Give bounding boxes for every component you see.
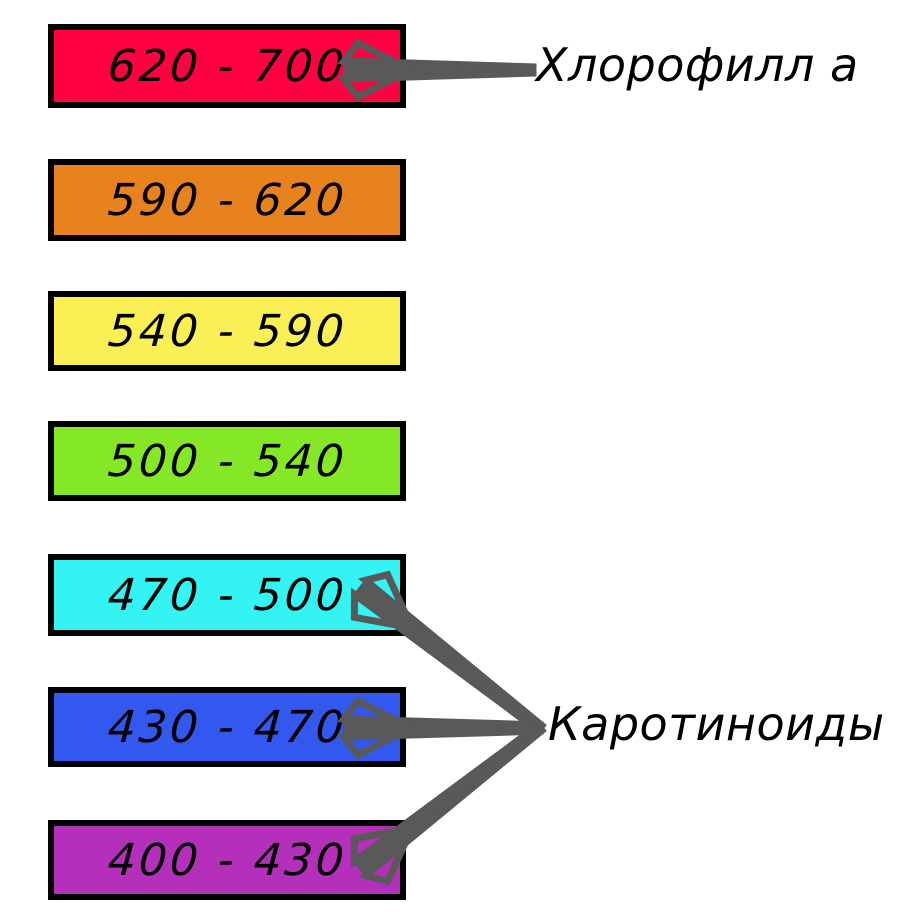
spectral-band-label: 400 - 430 [105,834,349,886]
spectral-band-label: 500 - 540 [105,435,349,487]
spectral-band-590-620[interactable]: 590 - 620 [48,159,406,241]
spectral-band-620-700[interactable]: 620 - 700 [48,24,406,108]
spectral-band-label: 590 - 620 [105,174,349,226]
spectral-band-500-540[interactable]: 500 - 540 [48,421,406,501]
spectral-band-label: 430 - 470 [105,701,349,753]
spectral-band-label: 470 - 500 [105,569,349,621]
spectral-band-430-470[interactable]: 430 - 470 [48,687,406,767]
spectral-band-540-590[interactable]: 540 - 590 [48,291,406,371]
callout-label-carotenoids: Каротиноиды [548,697,885,751]
spectral-band-label: 620 - 700 [105,40,349,92]
callout-label-chlorophyll-a: Хлорофилл а [536,38,859,92]
spectral-band-400-430[interactable]: 400 - 430 [48,820,406,900]
spectral-band-470-500[interactable]: 470 - 500 [48,554,406,636]
spectral-band-label: 540 - 590 [105,305,349,357]
